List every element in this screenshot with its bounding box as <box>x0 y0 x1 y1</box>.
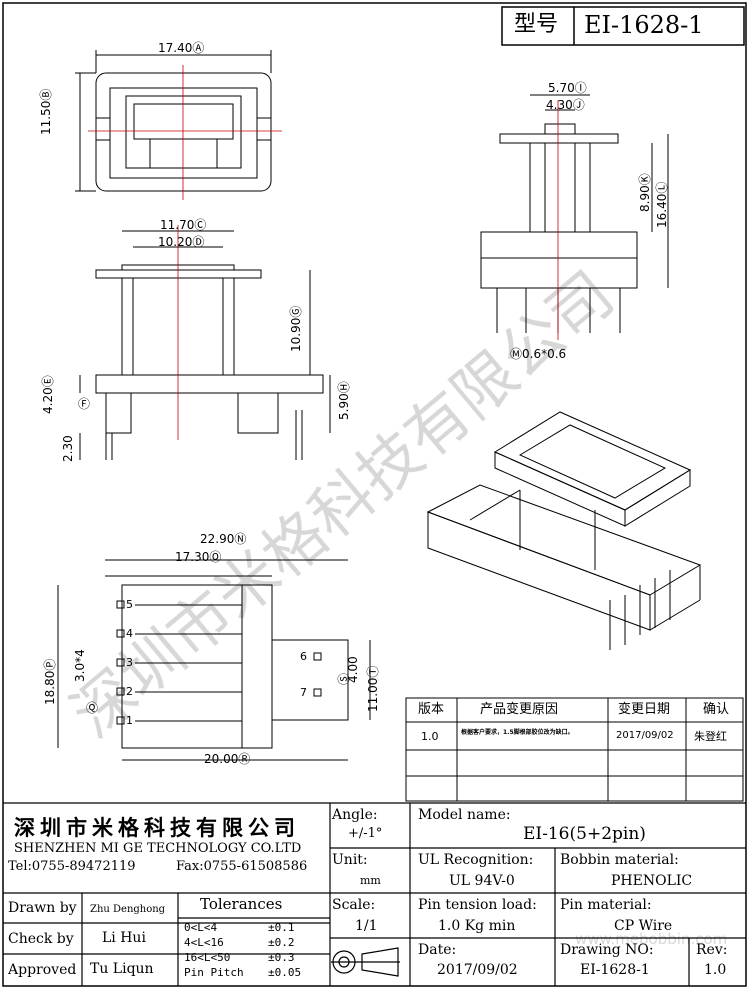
tolerance-range: 0<L<4 <box>184 921 218 934</box>
pin-material-label: Pin material: <box>560 897 652 913</box>
rev-label: Rev: <box>696 942 728 958</box>
dim-front-width-outer: 11.70Ⓒ <box>160 218 207 232</box>
company-tel: Tel:0755-89472119 <box>8 859 136 874</box>
pin-label: 5 <box>126 598 133 611</box>
dim-side-h1: 8.90Ⓚ <box>638 173 652 212</box>
company-name-en: SHENZHEN MI GE TECHNOLOGY CO.LTD <box>14 841 302 856</box>
dim-bottom-width: 22.90Ⓝ <box>200 532 247 546</box>
revision-cell: 1.0 <box>421 730 439 743</box>
unit-label: Unit: <box>332 852 368 868</box>
tolerance-value: ±0.2 <box>268 936 295 949</box>
pin-label: 2 <box>126 685 133 698</box>
dim-pin-length: 2.30 <box>61 435 75 462</box>
front-view <box>79 225 331 460</box>
revision-header: 确认 <box>703 702 730 717</box>
bottom-view <box>57 559 371 761</box>
company-name-cn: 深圳市米格科技有限公司 <box>14 815 300 840</box>
dim-base-height: 5.90Ⓗ <box>337 381 351 420</box>
pin-label: 6 <box>300 650 307 663</box>
approved-label: Approved <box>8 962 77 978</box>
part-number: EI-1628-1 <box>584 11 704 39</box>
check-by-label: Check by <box>8 931 74 947</box>
revision-cell: 朱登红 <box>694 730 727 743</box>
dim-top-height: 11.50Ⓑ <box>39 88 53 135</box>
date-value: 2017/09/02 <box>437 962 518 978</box>
dim-bottom-width2: 17.30Ⓞ <box>175 550 222 564</box>
approved-value: Tu Liqun <box>90 961 154 977</box>
pin-tension-label: Pin tension load: <box>418 897 537 913</box>
rev-value: 1.0 <box>704 962 727 978</box>
dim-pin-size: Ⓜ0.6*0.6 <box>510 347 567 361</box>
tolerance-range: 4<L<16 <box>184 936 224 949</box>
scale-value: 1/1 <box>355 918 378 934</box>
drawn-by-label: Drawn by <box>8 900 77 916</box>
dim-side-width-outer: 5.70Ⓘ <box>548 81 587 95</box>
revision-header: 产品变更原因 <box>480 702 559 717</box>
angle-value: +/-1° <box>348 826 383 841</box>
unit-value: mm <box>360 874 381 887</box>
dim-front-width-inner: 10.20Ⓓ <box>158 235 205 249</box>
dim-side-h2: 16.40Ⓛ <box>655 181 669 228</box>
drawing-no-label: Drawing NO: <box>560 942 654 958</box>
revision-table <box>405 697 744 802</box>
dim-top-width: 17.40Ⓐ <box>158 41 205 55</box>
dim-flange-height: 4.20Ⓔ <box>41 375 55 414</box>
side-view <box>480 94 669 340</box>
isometric-view <box>426 411 702 650</box>
drawn-by-value: Zhu Denghong <box>90 904 166 915</box>
revision-header: 版本 <box>418 702 445 717</box>
dim-bottom-height: 18.80Ⓟ <box>43 658 57 705</box>
dim-front-height: 10.90Ⓖ <box>289 305 303 352</box>
date-label: Date: <box>418 942 457 958</box>
pin-label: 4 <box>126 627 133 640</box>
drawing-no-value: EI-1628-1 <box>580 962 650 978</box>
dim-bottom-length: 20.00Ⓡ <box>204 752 251 766</box>
dim-pin-q: Ⓠ <box>86 701 99 715</box>
model-value: EI-16(5+2pin) <box>523 824 646 844</box>
company-fax: Fax:0755-61508586 <box>176 859 308 874</box>
revision-cell: 根据客户要求，1.5脚根部胶位改为缺口。 <box>461 729 574 736</box>
revision-cell: 2017/09/02 <box>616 730 674 741</box>
bobbin-material-value: PHENOLIC <box>611 873 693 889</box>
dim-side-width-inner: 4.30Ⓙ <box>546 98 585 112</box>
pin-label: 3 <box>126 656 133 669</box>
part-number-box <box>501 6 745 46</box>
dim-pin-gap-s: Ⓢ <box>337 672 351 685</box>
pin-label: 1 <box>126 714 133 727</box>
bobbin-material-label: Bobbin material: <box>560 852 679 868</box>
tolerance-value: ±0.05 <box>268 966 302 979</box>
model-label: Model name: <box>418 807 511 823</box>
tolerance-range: 16<L<50 <box>184 951 231 964</box>
tolerances-label: Tolerances <box>200 895 283 913</box>
check-by-value: Li Hui <box>102 930 146 946</box>
tolerance-value: ±0.3 <box>268 951 295 964</box>
tolerance-value: ±0.1 <box>268 921 295 934</box>
tolerance-range: Pin Pitch <box>184 966 244 979</box>
top-view <box>75 50 282 200</box>
title-block <box>3 802 746 986</box>
ul-label: UL Recognition: <box>418 852 534 868</box>
scale-label: Scale: <box>332 897 376 913</box>
pin-material-value: CP Wire <box>614 918 673 934</box>
dim-right-height: 11.00Ⓣ <box>366 665 380 712</box>
pin-tension-value: 1.0 Kg min <box>438 918 516 934</box>
ul-value: UL 94V-0 <box>449 873 515 889</box>
revision-header: 变更日期 <box>618 702 671 717</box>
type-label: 型号 <box>514 12 559 37</box>
angle-label: Angle: <box>332 807 378 823</box>
dim-flange-f: Ⓕ <box>78 397 91 411</box>
pin-label: 7 <box>300 686 307 699</box>
dim-pin-pitch: 3.0*4 <box>73 649 87 682</box>
